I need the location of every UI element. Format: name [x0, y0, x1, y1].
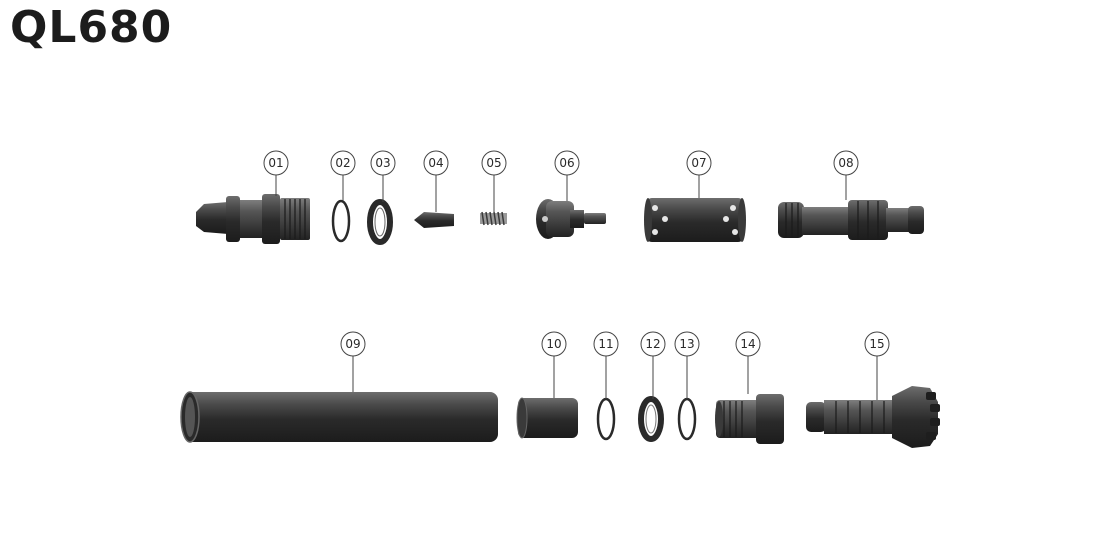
part-08-piston: [778, 200, 924, 240]
callout-label: 03: [375, 156, 390, 170]
part-07-inner-cylinder: [644, 198, 746, 242]
part-14-chuck: [715, 394, 784, 444]
callout-12: 12: [640, 331, 666, 399]
part-06-air-distributor: [536, 199, 606, 239]
callout-14: 14: [735, 331, 761, 394]
callout-02: 02: [330, 150, 356, 201]
callout-label: 13: [679, 337, 694, 351]
callout-04: 04: [423, 150, 449, 212]
part-09-outer-cylinder: [180, 391, 498, 443]
callout-label: 02: [335, 156, 350, 170]
callout-label: 10: [546, 337, 561, 351]
part-04-check-valve: [414, 212, 454, 228]
part-03-ring: [367, 199, 393, 245]
callout-05: 05: [481, 150, 507, 212]
part-10-guide-sleeve: [516, 397, 578, 439]
part-12-retaining-ring: [638, 396, 664, 442]
callout-06: 06: [554, 150, 580, 201]
callout-09: 09: [340, 331, 366, 392]
callout-label: 07: [691, 156, 706, 170]
callout-15: 15: [864, 331, 890, 400]
part-13-o-ring: [677, 397, 697, 441]
callout-13: 13: [674, 331, 700, 399]
callout-label: 14: [740, 337, 755, 351]
callout-11: 11: [593, 331, 619, 399]
part-11-o-ring: [596, 397, 616, 441]
callout-label: 11: [598, 337, 613, 351]
part-05-spring: [480, 211, 507, 226]
part-15-drill-bit: [806, 386, 940, 448]
model-title: QL680: [10, 2, 173, 53]
callout-03: 03: [370, 150, 396, 202]
callout-label: 04: [428, 156, 443, 170]
part-02-o-ring: [331, 199, 351, 243]
callout-label: 01: [268, 156, 283, 170]
callout-label: 05: [486, 156, 501, 170]
callout-01: 01: [263, 150, 289, 196]
part-01-back-head: [196, 194, 310, 244]
callout-10: 10: [541, 331, 567, 398]
callout-label: 09: [345, 337, 360, 351]
callout-label: 08: [838, 156, 853, 170]
callout-08: 08: [833, 150, 859, 200]
callout-label: 06: [559, 156, 574, 170]
callout-07: 07: [686, 150, 712, 198]
callout-label: 15: [869, 337, 884, 351]
callout-label: 12: [645, 337, 660, 351]
